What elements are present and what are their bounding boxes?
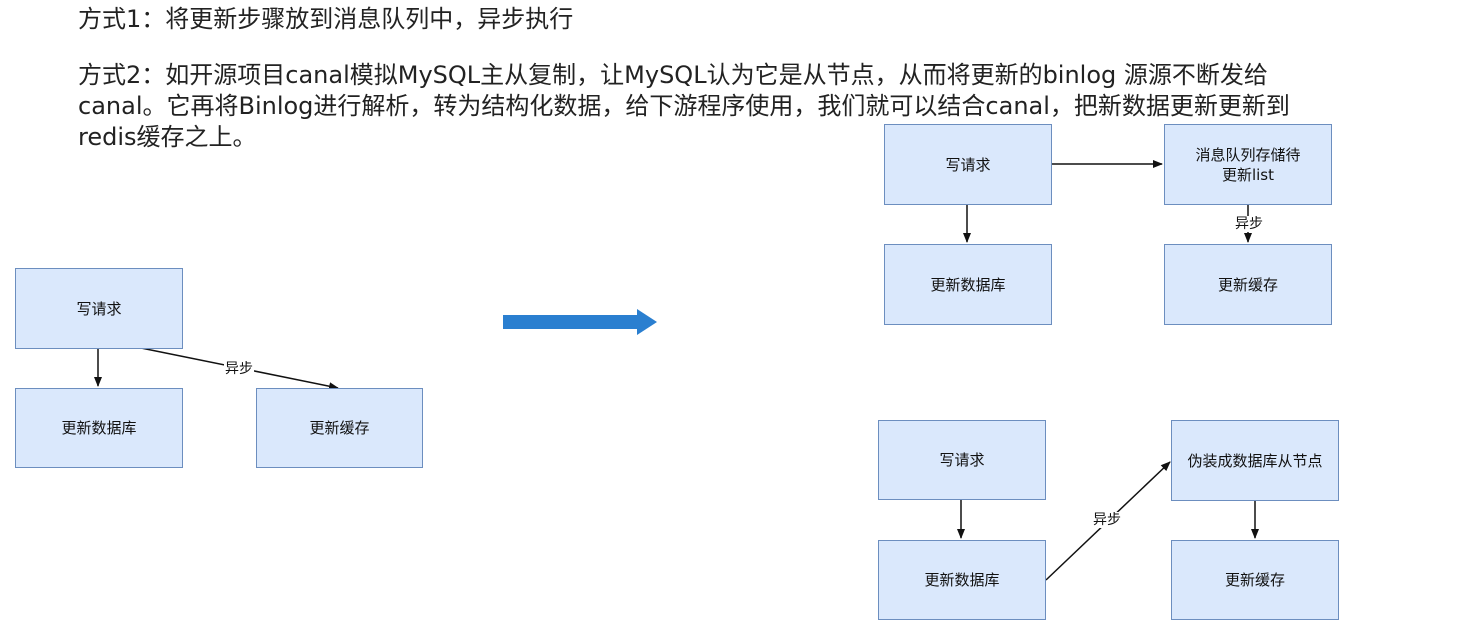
br-write-request-label: 写请求 (939, 451, 985, 469)
method1-text: 方式1：将更新步骤放到消息队列中，异步执行 (78, 5, 574, 33)
br-update-cache-box: 更新缓存 (1171, 540, 1339, 620)
tr-message-queue-label: 消息队列存储待 更新list (1195, 145, 1300, 185)
tr-mq-line2: 更新list (1221, 165, 1275, 184)
left-write-request-box: 写请求 (15, 268, 183, 349)
method2-line2: canal。它再将Binlog进行解析，转为结构化数据，给下游程序使用，我们就可… (78, 92, 1290, 120)
tr-update-cache-label: 更新缓存 (1217, 275, 1278, 294)
br-update-db-label: 更新数据库 (924, 571, 1000, 589)
tr-mq-line1: 消息队列存储待 (1195, 145, 1301, 164)
method2-line3: redis缓存之上。 (78, 123, 257, 151)
left-update-db-box: 更新数据库 (15, 388, 183, 468)
method2-line1: 方式2：如开源项目canal模拟MySQL主从复制，让MySQL认为它是从节点，… (78, 61, 1268, 89)
tr-update-db-box: 更新数据库 (884, 244, 1052, 325)
br-fake-slave-label: 伪装成数据库从节点 (1187, 451, 1323, 470)
tr-update-cache-box: 更新缓存 (1164, 244, 1332, 325)
br-async-label: 异步 (1092, 512, 1122, 528)
tr-message-queue-box: 消息队列存储待 更新list (1164, 124, 1332, 205)
tr-write-request-box: 写请求 (884, 124, 1052, 205)
method2-text: 方式2：如开源项目canal模拟MySQL主从复制，让MySQL认为它是从节点，… (78, 60, 1473, 153)
br-update-db-box: 更新数据库 (878, 540, 1046, 620)
br-write-request-box: 写请求 (878, 420, 1046, 500)
left-update-cache-label: 更新缓存 (309, 419, 370, 437)
left-update-db-label: 更新数据库 (61, 419, 137, 437)
left-update-cache-box: 更新缓存 (256, 388, 423, 468)
tr-async-label: 异步 (1234, 216, 1264, 232)
big-right-arrow (503, 309, 657, 335)
left-write-request-label: 写请求 (76, 299, 122, 318)
tr-update-db-label: 更新数据库 (930, 275, 1006, 294)
br-update-cache-label: 更新缓存 (1224, 571, 1285, 589)
tr-write-request-label: 写请求 (945, 155, 991, 174)
br-fake-slave-box: 伪装成数据库从节点 (1171, 420, 1339, 501)
left-async-label: 异步 (224, 361, 254, 377)
